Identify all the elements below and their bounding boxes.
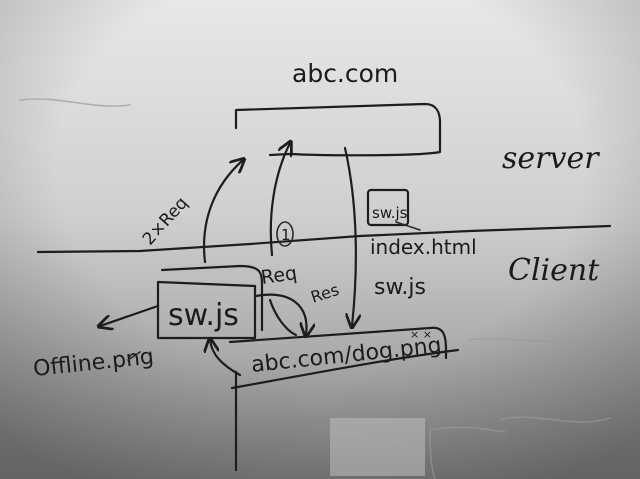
server-box bbox=[234, 102, 442, 157]
server-to-dog-arrow bbox=[343, 146, 356, 326]
req-2x-arrow bbox=[203, 160, 243, 264]
res-loop-arrow bbox=[268, 298, 298, 337]
domain-top-label: abc.com bbox=[292, 59, 398, 88]
server-client-divider bbox=[36, 224, 612, 254]
req-res-arrow bbox=[254, 293, 307, 335]
server-label: server bbox=[502, 141, 600, 176]
dog-to-swjs-arrow bbox=[210, 340, 242, 377]
offline-arrow bbox=[100, 304, 160, 326]
index-html-label: index.html bbox=[370, 235, 477, 259]
client-swjs-box-label: sw.js bbox=[168, 298, 239, 333]
step-one-number: 1 bbox=[281, 226, 291, 244]
server-swjs-label: sw.js bbox=[372, 204, 408, 222]
dog-png-underline bbox=[230, 348, 460, 390]
server-swjs-box bbox=[366, 188, 410, 227]
client-label: Client bbox=[508, 253, 600, 288]
server-swjs-underline bbox=[395, 221, 421, 231]
step-one-circle bbox=[276, 221, 294, 247]
client-swjs-box bbox=[156, 280, 257, 340]
dog-png-box bbox=[228, 326, 448, 360]
step-one-arrow bbox=[269, 143, 290, 257]
ghost-marks bbox=[19, 98, 611, 479]
offline-tick bbox=[127, 351, 141, 361]
req-label: Req bbox=[260, 262, 299, 289]
dog-png-marks: × × bbox=[410, 328, 432, 341]
client-swjs-label: sw.js bbox=[374, 275, 426, 300]
